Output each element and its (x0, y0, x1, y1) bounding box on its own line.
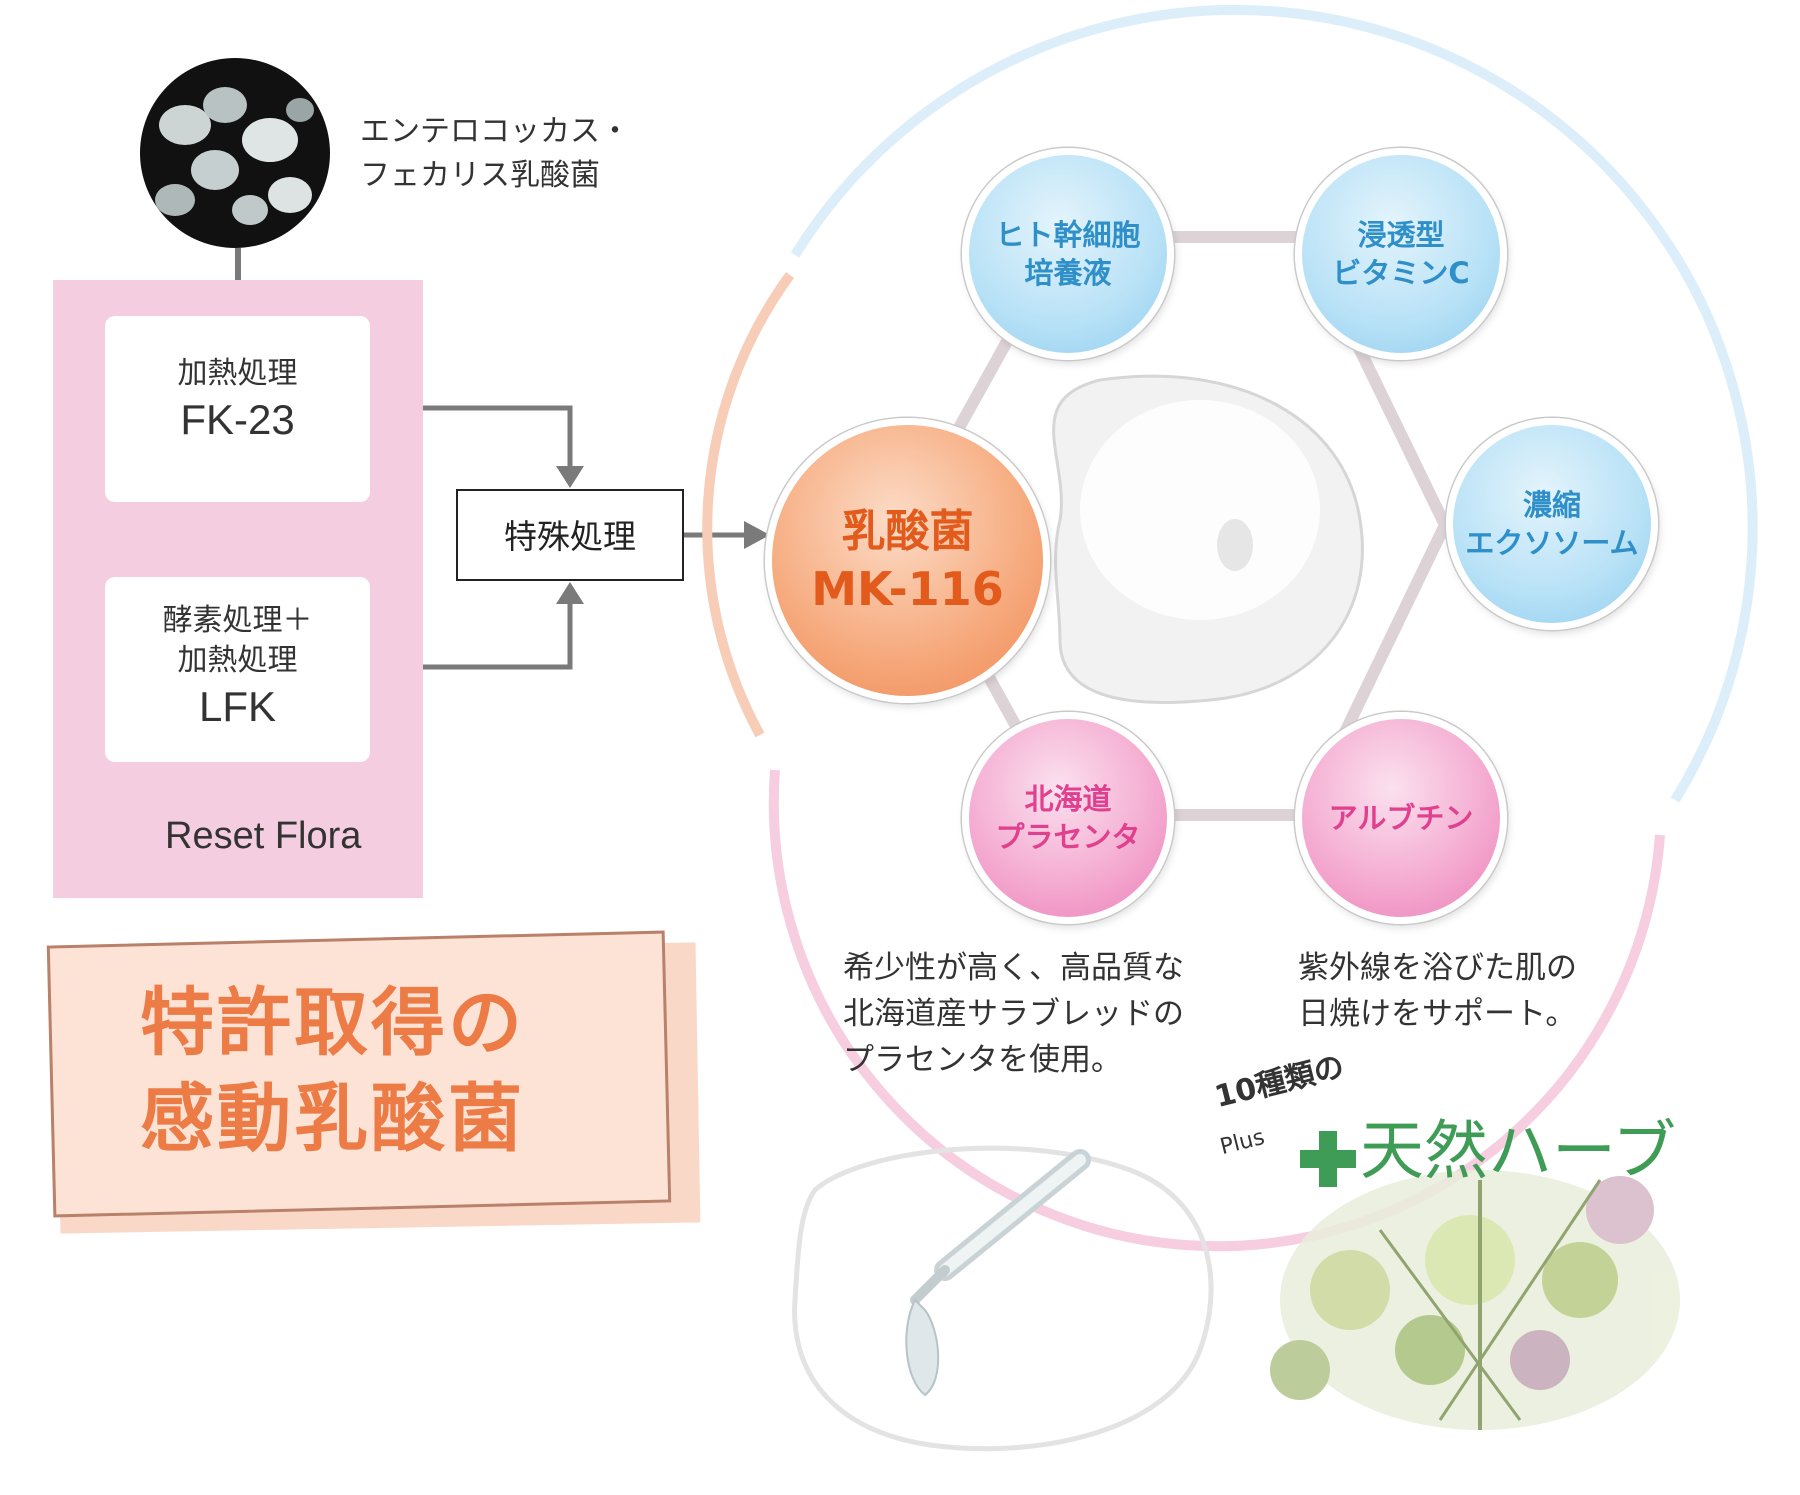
bacteria-caption-line2: フェカリス乳酸菌 (360, 158, 600, 193)
bacteria-caption-line1: エンテロコッカス・ (360, 114, 630, 149)
herbs-image (1270, 1170, 1680, 1430)
lfk-label-line1: 酵素処理＋ (162, 603, 313, 638)
lfk-code: LFK (198, 683, 277, 730)
dropper-icon (905, 1149, 1091, 1397)
bacteria-image (140, 58, 330, 248)
arbutin-desc-line1: 紫外線を浴びた肌の (1298, 950, 1577, 986)
ring-orange (702, 272, 795, 738)
node-lactic-line2: MK-116 (811, 561, 1004, 616)
node-vitc-line1: 浸透型 (1357, 218, 1445, 252)
lfk-box: 酵素処理＋ 加熱処理 LFK (105, 577, 370, 762)
arbutin-description: 紫外線を浴びた肌の 日焼けをサポート。 (1298, 945, 1577, 1037)
lfk-arrow (370, 600, 573, 670)
node-placenta-line2: プラセンタ (995, 820, 1141, 854)
node-arbutin: アルブチン (1295, 712, 1507, 924)
node-placenta-line1: 北海道 (1024, 782, 1112, 816)
lfk-label-line2: 加熱処理 (177, 643, 298, 678)
node-vitamin-c: 浸透型 ビタミンC (1295, 148, 1507, 360)
node-stem-cell: ヒト幹細胞 培養液 (962, 148, 1174, 360)
bacteria-caption: エンテロコッカス・ フェカリス乳酸菌 (360, 110, 630, 198)
node-lactic-line1: 乳酸菌 (841, 505, 974, 557)
herb-title: 天然ハーブ (1360, 1115, 1677, 1189)
fk-box: 加熱処理 FK-23 (105, 316, 370, 502)
placenta-desc-line3: プラセンタを使用。 (843, 1042, 1122, 1078)
cream-image (1052, 374, 1364, 704)
special-process-box: 特殊処理 (456, 489, 684, 581)
node-lactic-mk116: 乳酸菌 MK-116 (765, 418, 1050, 703)
node-placenta: 北海道 プラセンタ (962, 712, 1174, 924)
dropper-frame (792, 1145, 1214, 1452)
placenta-desc-line2: 北海道産サラブレッドの (843, 996, 1184, 1032)
fk-label: 加熱処理 (177, 356, 298, 391)
brand-name: Reset Flora (165, 815, 362, 857)
node-exosome-line2: エクソソーム (1465, 526, 1639, 560)
fk-code: FK-23 (180, 396, 295, 443)
placenta-desc-line1: 希少性が高く、高品質な (843, 950, 1184, 986)
arbutin-desc-line2: 日焼けをサポート。 (1298, 996, 1577, 1032)
patent-heading: 特許取得の 感動乳酸菌 (140, 975, 525, 1167)
patent-line2: 感動乳酸菌 (140, 1076, 525, 1162)
placenta-description: 希少性が高く、高品質な 北海道産サラブレッドの プラセンタを使用。 (843, 945, 1184, 1083)
plus-icon (1300, 1131, 1356, 1187)
node-exosome-line1: 濃縮 (1522, 488, 1581, 522)
ring-pink (768, 769, 1665, 1252)
node-stem-line2: 培養液 (1024, 256, 1112, 290)
node-exosome: 濃縮 エクソソーム (1446, 418, 1658, 630)
fk-arrow (370, 405, 573, 470)
node-vitc-line2: ビタミンC (1332, 256, 1470, 290)
node-arbutin-line1: アルブチン (1328, 801, 1474, 835)
node-stem-line1: ヒト幹細胞 (995, 218, 1141, 252)
ring-blue (790, 4, 1758, 803)
patent-line1: 特許取得の (140, 980, 525, 1066)
